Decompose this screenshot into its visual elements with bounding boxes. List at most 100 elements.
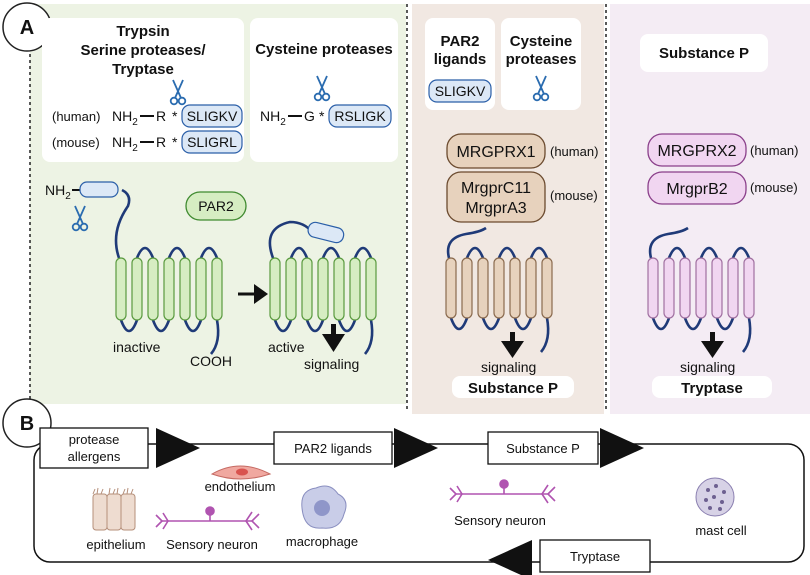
mrgprx1-badge [446, 133, 546, 169]
flow-protease-line-2: allergens [68, 449, 121, 464]
flow-par2-ligands: PAR2 ligands [294, 441, 372, 456]
mrgprx2-signaling-label: signaling [680, 359, 735, 375]
flow-arrow-3 [600, 428, 644, 468]
mrgprx2-output-box [652, 376, 772, 398]
mrgprb2-mouse-label: (mouse) [750, 180, 798, 195]
trypsin-title-line-3: Tryptase [112, 61, 174, 78]
receptor-c-terminus [741, 317, 752, 353]
mrgprx-cysteine-box [501, 18, 581, 110]
flow-arrow-1 [156, 428, 200, 468]
peptide-mouse: SLIGRL [187, 134, 237, 150]
transmembrane-helix [541, 257, 553, 319]
flow-substance-p: Substance P [506, 441, 580, 456]
mrgprx1-output-box [452, 376, 574, 398]
transmembrane-helix [461, 257, 473, 319]
par2-name-badge [185, 191, 247, 221]
sensory-neuron-left-icon [155, 506, 260, 531]
mrgprx1-name: MRGPRX1 [456, 144, 535, 161]
transmembrane-helix [695, 257, 707, 319]
tethered-ligand-capsule-inactive [79, 181, 119, 198]
epithelium-icon [92, 487, 136, 531]
endothelium-label: endothelium [205, 479, 276, 494]
transmembrane-helix [743, 257, 755, 319]
transmembrane-helix [269, 257, 281, 321]
mrgprx1-human-label: (human) [550, 144, 598, 159]
transmembrane-helix [147, 257, 159, 321]
transmembrane-helix [301, 257, 313, 321]
epithelium-label: epithelium [86, 537, 145, 552]
receptor-loops [273, 246, 373, 333]
return-arrow [488, 540, 532, 575]
mrgpra3-name: MrgprA3 [465, 200, 526, 217]
mrgprx1-signaling-arrow [501, 332, 524, 358]
par2-ligands-title-1: PAR2 [441, 33, 480, 50]
receptor-n-terminus [268, 220, 314, 259]
receptor-c-terminus [363, 319, 374, 355]
trypsin-nh2-human: NH2 [112, 108, 138, 128]
mrgprc11-name: MrgprC11 [461, 180, 531, 197]
par2-active-receptor [268, 220, 377, 355]
panel-a-label: A [20, 17, 34, 39]
panel-b-label-circle [2, 398, 52, 448]
par2-name: PAR2 [198, 198, 234, 214]
activation-arrow [238, 284, 268, 304]
substance-p-title-box [640, 34, 768, 72]
transmembrane-helix [211, 257, 223, 321]
cysteine-title: Cysteine proteases [255, 41, 393, 58]
mrgprx1-receptor [445, 226, 553, 353]
mrgprx2-output: Tryptase [681, 380, 743, 397]
transmembrane-helix [525, 257, 537, 319]
flow-protease-line-1: protease [69, 432, 120, 447]
macrophage-label: macrophage [286, 534, 358, 549]
transmembrane-helix [131, 257, 143, 321]
peptide-box-mouse [181, 130, 243, 154]
substance-p-title: Substance P [659, 45, 749, 62]
mrgprx2-badge [647, 133, 747, 167]
macrophage-icon [301, 485, 347, 529]
ligand-peptide-box [428, 79, 492, 103]
tethered-ligand-capsule-active [307, 221, 345, 244]
mrgprc11-mouse-label: (mouse) [550, 188, 598, 203]
transmembrane-helix [365, 257, 377, 321]
trypsin-residue-human: R [156, 108, 166, 124]
par2-signaling-arrow [322, 324, 345, 352]
transmembrane-helix [317, 257, 329, 321]
mrgprx2-signaling-arrow [701, 332, 724, 358]
transmembrane-helix [477, 257, 489, 319]
receptor-c-terminus [209, 319, 220, 355]
par2-signaling-label: signaling [304, 356, 359, 372]
mrgprx2-receptor [647, 226, 755, 353]
peptide-human: SLIGKV [187, 108, 238, 124]
transmembrane-helix [349, 257, 361, 321]
transmembrane-helix [179, 257, 191, 321]
transmembrane-helix [727, 257, 739, 319]
transmembrane-helix [115, 257, 127, 321]
mrgprx2-human-label: (human) [750, 143, 798, 158]
transmembrane-helix [163, 257, 175, 321]
trypsin-residue-mouse: R [156, 134, 166, 150]
cysteine-peptide-box [328, 104, 392, 128]
transmembrane-helix [445, 257, 457, 319]
cooh-label: COOH [190, 353, 232, 369]
sensory-neuron-right-icon [449, 479, 556, 504]
sensory-neuron-left-label: Sensory neuron [166, 537, 258, 552]
mrgprx1-output: Substance P [468, 380, 558, 397]
transmembrane-helix [647, 257, 659, 319]
par2-nh2-label: NH2 [45, 182, 71, 202]
transmembrane-helix [285, 257, 297, 321]
mrgprx-cysteine-title-2: proteases [506, 51, 577, 68]
trypsin-cleavage-star-human: * [172, 108, 178, 124]
receptor-loops [119, 246, 219, 333]
mrgprb2-name: MrgprB2 [666, 181, 727, 198]
trypsin-nh2-mouse: NH2 [112, 134, 138, 154]
par2-ligands-title-2: ligands [434, 51, 487, 68]
return-box-tryptase [539, 539, 651, 573]
flow-box-protease-allergens [39, 427, 149, 469]
transmembrane-helix [679, 257, 691, 319]
par2-inactive-receptor [114, 188, 223, 355]
transmembrane-helix [195, 257, 207, 321]
receptor-n-terminus [648, 226, 689, 259]
peptide-box-human [181, 104, 243, 128]
trypsin-species-human: (human) [52, 109, 100, 124]
